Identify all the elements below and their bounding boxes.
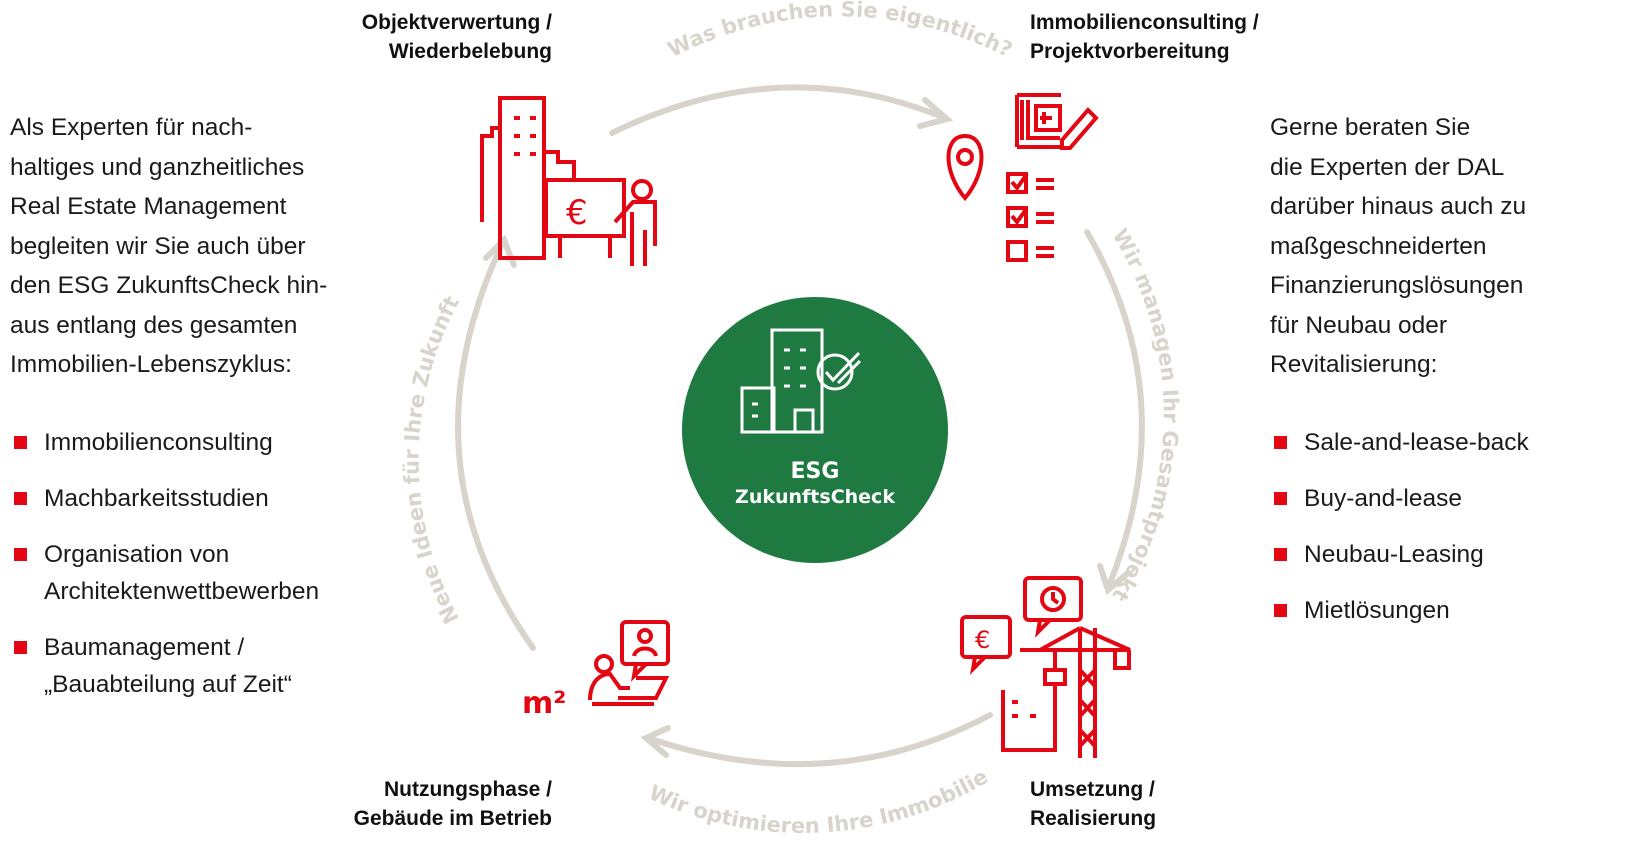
list-item: Neubau-Leasing (1272, 536, 1632, 573)
bullet-square-icon (1274, 492, 1287, 505)
list-item: Mietlösungen (1272, 592, 1632, 629)
arc-label-right: Wir managen Ihr Gesamtprojekt (1108, 225, 1183, 606)
euro-symbol: € (566, 193, 588, 233)
list-item: Organisation von Architektenwettbewerben (12, 536, 392, 610)
list-item: Baumanagement / „Bauabteilung auf Zeit“ (12, 629, 392, 703)
list-item-label: Machbarkeitsstudien (44, 485, 269, 512)
square-meter-label: m² (522, 686, 566, 721)
list-item: Sale-and-lease-back (1272, 424, 1632, 461)
arrow-top (609, 84, 948, 136)
stage-label-umsetzung: Umsetzung / Realisierung (1030, 778, 1157, 830)
euro-symbol-small: € (975, 626, 990, 654)
arrowhead-bottom (640, 725, 671, 758)
arrowhead-right (1097, 563, 1131, 596)
arrowhead-top (917, 97, 954, 129)
center-title: ESG (791, 459, 840, 484)
list-item-label: Organisation von Architektenwettbewerben (44, 541, 320, 605)
arrow-right (1084, 229, 1145, 591)
stage-label-nutzungsphase: Nutzungsphase / Gebäude im Betrieb (353, 778, 552, 830)
services-right-list: Sale-and-lease-back Buy-and-lease Neubau… (1272, 424, 1632, 648)
services-left-list: Immobilienconsulting Machbarkeitsstudien… (12, 424, 392, 722)
bullet-square-icon (14, 548, 27, 561)
list-item-label: Buy-and-lease (1304, 485, 1462, 512)
building-presentation-euro-icon (480, 96, 657, 266)
intro-left-text: Als Experten für nach- haltiges und ganz… (10, 114, 328, 378)
list-item: Machbarkeitsstudien (12, 480, 392, 517)
building-check-icon (740, 328, 862, 434)
list-item: Buy-and-lease (1272, 480, 1632, 517)
square-meter-workplace-icon (588, 620, 670, 706)
list-item-label: Sale-and-lease-back (1304, 429, 1529, 456)
list-item-label: Immobilienconsulting (44, 429, 273, 456)
list-item: Immobilienconsulting (12, 424, 392, 461)
list-item-label: Neubau-Leasing (1304, 541, 1484, 568)
list-item-label: Mietlösungen (1304, 597, 1450, 624)
arc-label-left: Neue Ideen für Ihre Zukunft (400, 292, 464, 628)
arc-label-top: Was brauchen Sie eigentlich? (664, 0, 1016, 62)
construction-crane-icon (960, 576, 1131, 758)
bullet-square-icon (14, 641, 27, 654)
bullet-square-icon (14, 492, 27, 505)
stage-label-objektverwertung: Objektverwertung / Wiederbelebung (361, 11, 552, 63)
arrow-left (455, 239, 536, 651)
cycle-arrows (455, 84, 1145, 768)
bullet-square-icon (1274, 548, 1287, 561)
stage-label-immobilienconsulting: Immobilienconsulting / Projektvorbereitu… (1030, 11, 1259, 63)
bullet-square-icon (1274, 604, 1287, 617)
bullet-square-icon (14, 436, 27, 449)
blueprint-checklist-location-icon (946, 93, 1099, 262)
arrow-bottom (645, 712, 993, 768)
center-subtitle: ZukunftsCheck (735, 486, 895, 508)
intro-right-text: Gerne beraten Sie die Experten der DAL d… (1270, 114, 1527, 378)
center-circle (682, 297, 948, 563)
list-item-label: Baumanagement / „Bauabteilung auf Zeit“ (44, 634, 292, 698)
bullet-square-icon (1274, 436, 1287, 449)
arc-label-bottom: Wir optimieren Ihre Immobilie (645, 764, 992, 838)
